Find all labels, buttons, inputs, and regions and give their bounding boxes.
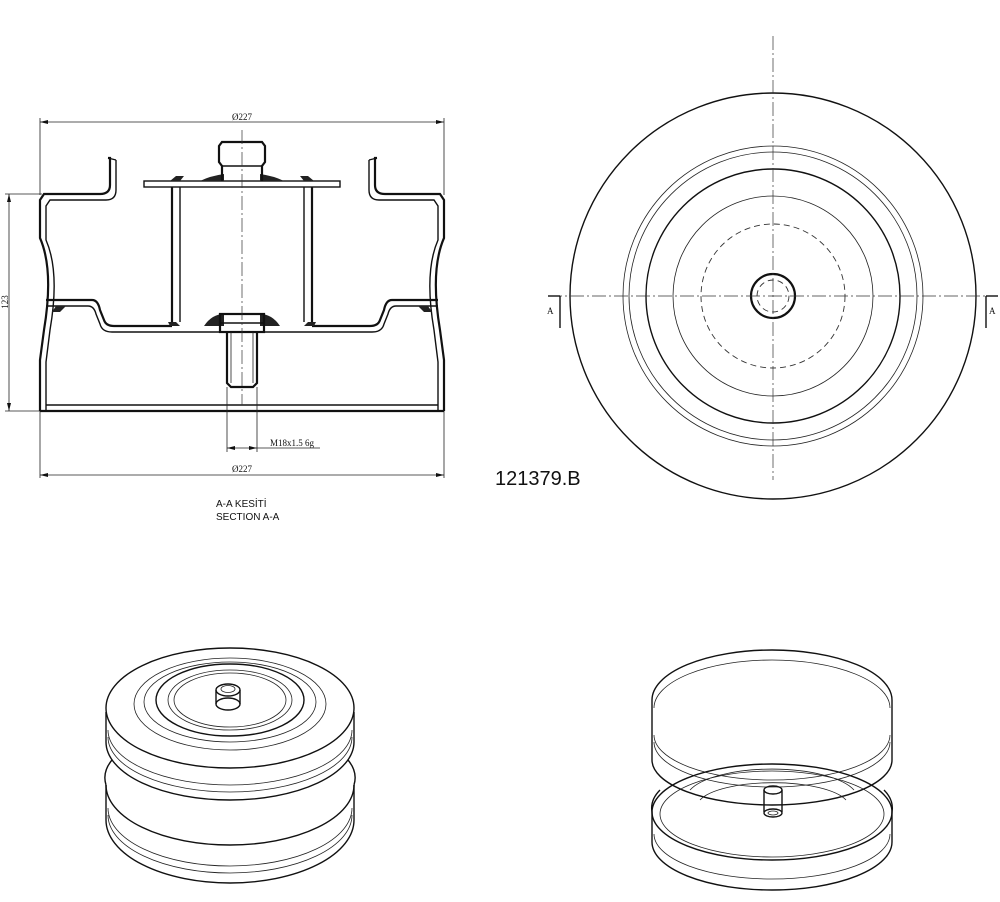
section-view: Ø227 123 [0,112,446,523]
top-view: A A [547,36,998,500]
dimension-thread: M18x1.5 6g [226,387,320,452]
dimension-top-diameter: Ø227 [39,112,445,195]
dim-height-label: 123 [0,295,10,309]
section-mark-right: A [989,306,996,316]
dim-bottom-diameter-label: Ø227 [232,464,252,474]
section-mark-left: A [547,306,554,316]
inner-shelf-left [46,298,172,328]
isometric-view-top [104,647,356,884]
isometric-view-bottom [650,649,894,891]
dimension-bottom-diameter: Ø227 [40,464,444,477]
central-tube [170,187,314,322]
housing-outer-left [38,156,112,411]
dimension-height: 123 [0,193,42,412]
dim-top-diameter-label: Ø227 [232,112,252,122]
housing-outer-right [373,156,446,411]
part-number: 121379.B [495,468,581,490]
section-caption-en: SECTION A-A [216,512,280,523]
inner-shelf-right [312,298,438,328]
dim-thread-label: M18x1.5 6g [270,438,315,448]
section-caption-tr: A-A KESİTİ [216,497,267,510]
housing-inner-right [368,160,439,411]
housing-inner-left [45,160,117,411]
